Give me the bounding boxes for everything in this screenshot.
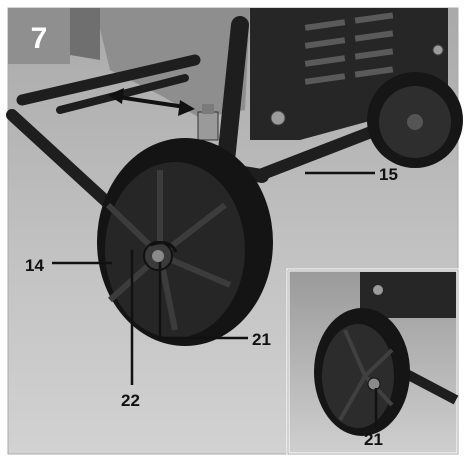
inset-detail bbox=[286, 268, 460, 456]
callout-washer: 22 bbox=[121, 391, 140, 410]
callout-inset-pin: 21 bbox=[364, 430, 383, 449]
double-arrow bbox=[108, 88, 195, 116]
callout-leaders bbox=[52, 171, 378, 428]
valve-fitting bbox=[197, 104, 219, 141]
callout-axle: 15 bbox=[379, 165, 398, 184]
tube-frame bbox=[6, 16, 421, 211]
far-wheel bbox=[367, 72, 463, 168]
main-photo bbox=[6, 7, 463, 455]
step-number: 7 bbox=[31, 22, 48, 55]
step-badge: 7 bbox=[8, 8, 70, 64]
callout-wheel: 14 bbox=[25, 256, 44, 275]
near-wheel bbox=[97, 138, 273, 346]
callout-pin: 21 bbox=[252, 330, 271, 349]
vent-slots bbox=[304, 12, 394, 85]
